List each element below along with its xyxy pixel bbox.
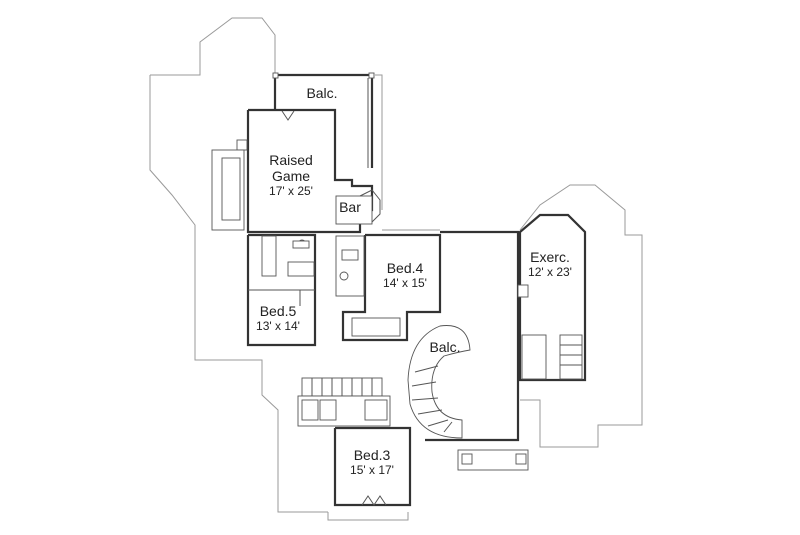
room-size-raised-game: 17' x 25' — [269, 184, 313, 198]
room-label-exerc: Exerc. — [530, 249, 570, 265]
room-label-raised-game-0: Raised — [269, 152, 313, 168]
room-label-bed5: Bed.5 — [260, 303, 297, 319]
room-bar — [335, 189, 381, 225]
balcony-top — [272, 72, 375, 168]
room-bed5 — [246, 233, 317, 347]
room-label-raised-game-1: Game — [272, 168, 310, 184]
room-size-bed4: 14' x 15' — [383, 276, 427, 290]
room-label-bar: Bar — [339, 199, 361, 215]
room-bed3 — [333, 426, 412, 507]
room-bed4 — [335, 233, 442, 342]
room-label-balc-top: Balc. — [306, 85, 337, 101]
roof-outline — [149, 17, 643, 521]
room-size-bed5: 13' x 14' — [256, 319, 300, 333]
room-label-bed3: Bed.3 — [354, 447, 391, 463]
room-size-exerc: 12' x 23' — [528, 265, 572, 279]
stairs-lower — [297, 377, 391, 427]
stair-hall — [407, 230, 529, 471]
room-exerc — [517, 213, 587, 382]
room-label-balc-stair: Balc. — [429, 339, 460, 355]
room-label-bed4: Bed.4 — [387, 260, 424, 276]
room-size-bed3: 15' x 17' — [350, 463, 394, 477]
